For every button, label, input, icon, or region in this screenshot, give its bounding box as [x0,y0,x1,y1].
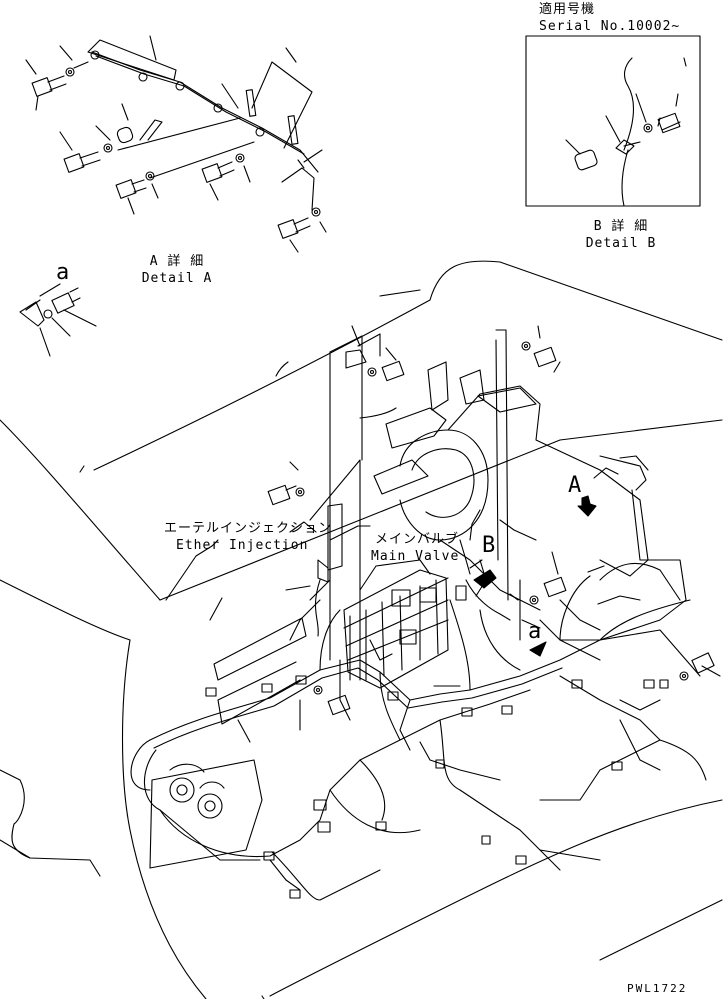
engine-assembly [359,329,687,661]
detail-a-title-en: Detail A [141,271,213,286]
leader-lines [165,325,721,743]
detail-a-clip-drawing [19,283,97,357]
view-arrow-a-label: A [568,473,583,498]
detail-a-title-jp: A 詳 細 [149,254,205,269]
callout-a-detail: a [56,260,71,285]
main-valve-body [343,559,467,689]
detail-a-drawing [25,35,327,253]
detail-b-drawing [525,35,701,207]
main-valve-label-jp: メインバルブ [375,532,460,547]
machine-body-outline [0,260,723,999]
detail-b-title-jp: B 詳 細 [593,219,649,234]
horn-assembly [149,759,263,869]
serial-applicability-jp: 適用号機 [539,2,596,17]
serial-number-range: Serial No.10002~ [539,19,681,34]
detail-b-title-en: Detail B [585,236,657,251]
view-arrow-a-lower-label: a [528,619,543,644]
ether-injection-label-en: Ether Injection [176,538,309,553]
wire-harness [130,539,707,901]
main-valve-label-en: Main Valve [371,549,460,564]
ether-injection-label-jp: エーテルインジェクション [164,521,333,536]
drawing-code: PWL1722 [627,982,688,995]
view-arrow-b-label: B [482,533,497,558]
